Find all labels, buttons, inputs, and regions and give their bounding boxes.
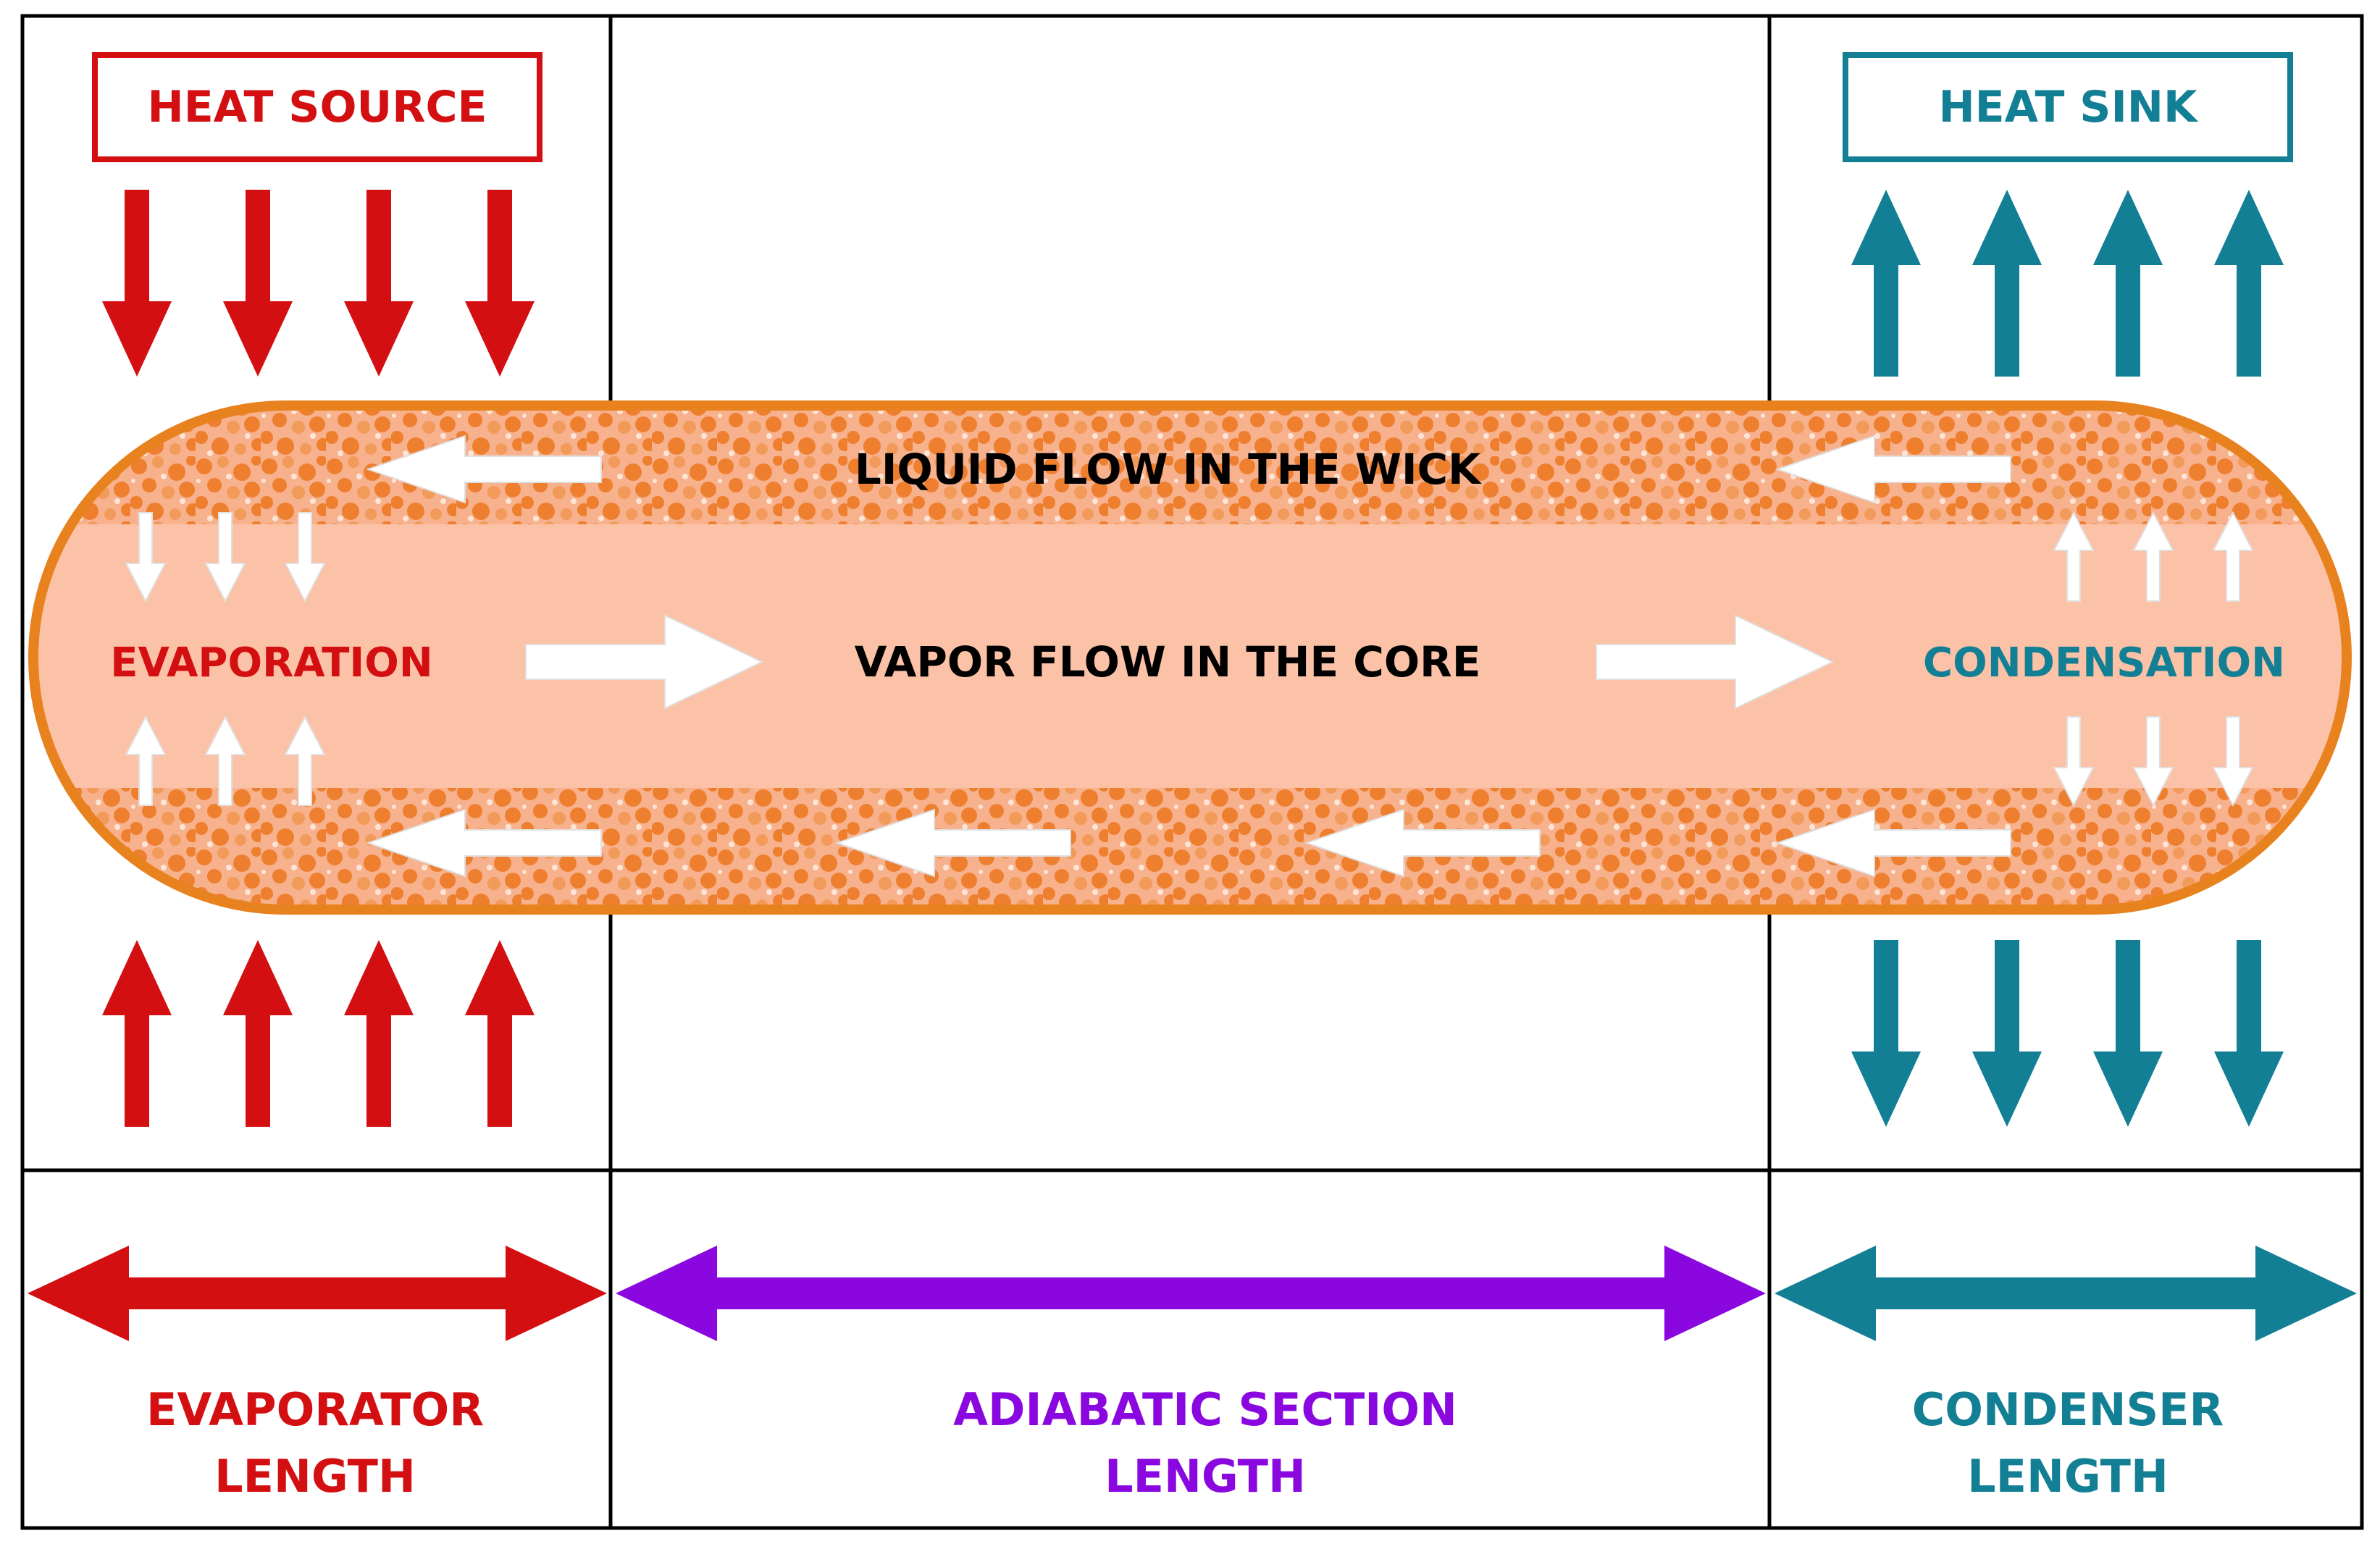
arrow-down-icon: [344, 190, 414, 377]
arrow-up-icon: [2214, 190, 2284, 377]
arrow-up-icon: [1851, 190, 1921, 377]
arrow-up-icon: [2093, 190, 2163, 377]
arrow-up-icon: [2132, 511, 2174, 602]
arrow-down-icon: [125, 512, 167, 603]
vapor-core: [33, 524, 2347, 788]
condenser-length-arrow: [1774, 1246, 2357, 1341]
arrow-down-icon: [102, 190, 172, 377]
evaporation-arrows: [125, 512, 326, 806]
adiabatic-length-label-line2: LENGTH: [1105, 1450, 1306, 1503]
evaporator-length-arrow: [28, 1246, 607, 1341]
pipe-wall: [28, 400, 2352, 915]
arrow-down-icon: [2093, 940, 2163, 1127]
evaporator-length-label-line1: EVAPORATOR: [146, 1383, 484, 1436]
arrow-down-icon: [204, 512, 246, 603]
condensation-label: CONDENSATION: [1923, 639, 2285, 687]
arrow-up-icon: [344, 940, 414, 1127]
arrow-icon: [365, 435, 602, 504]
heat-sink-label: HEAT SINK: [1938, 82, 2199, 133]
arrow-down-icon: [223, 190, 293, 377]
heat-input-arrows-top: [102, 190, 535, 377]
arrow-icon: [1304, 808, 1541, 878]
arrow-up-icon: [284, 715, 326, 806]
arrow-icon: [834, 808, 1071, 878]
arrow-icon: [1774, 808, 2011, 878]
arrow-down-icon: [465, 190, 535, 377]
arrow-up-icon: [1972, 190, 2042, 377]
arrow-up-icon: [465, 940, 535, 1127]
condensation-arrows: [2053, 511, 2254, 807]
heat-output-arrows-bottom: [1851, 940, 2284, 1127]
arrow-down-icon: [2212, 716, 2254, 807]
arrow-up-icon: [2053, 511, 2095, 602]
adiabatic-length-arrow: [616, 1246, 1766, 1341]
arrow-icon: [1774, 435, 2011, 504]
arrow-icon: [365, 808, 602, 878]
arrow-down-icon: [2132, 716, 2174, 807]
arrow-up-icon: [204, 715, 246, 806]
liquid-flow-label: LIQUID FLOW IN THE WICK: [855, 445, 1482, 494]
heat-source-label: HEAT SOURCE: [148, 82, 487, 133]
arrow-icon: [525, 614, 764, 710]
condenser-length-label-line2: LENGTH: [1967, 1450, 2169, 1503]
arrow-down-icon: [2053, 716, 2095, 807]
heat-output-arrows-top: [1851, 190, 2284, 377]
arrow-up-icon: [125, 715, 167, 806]
arrow-up-icon: [223, 940, 293, 1127]
vapor-flow-arrows: [525, 614, 1835, 710]
arrow-down-icon: [1972, 940, 2042, 1127]
heat-source-box: [92, 52, 542, 162]
adiabatic-length-label-line1: ADIABATIC SECTION: [953, 1383, 1457, 1436]
heat-input-arrows-bottom: [102, 940, 535, 1127]
section-grid: [20, 14, 2364, 1530]
arrow-up-icon: [102, 940, 172, 1127]
condenser-length-label-line1: CONDENSER: [1912, 1383, 2224, 1436]
evaporation-label: EVAPORATION: [110, 639, 432, 687]
heat-sink-box: [1843, 52, 2293, 162]
evaporator-length-label-line2: LENGTH: [214, 1450, 416, 1503]
arrow-icon: [1596, 614, 1835, 710]
liquid-flow-arrows: [365, 435, 2011, 878]
vapor-flow-label: VAPOR FLOW IN THE CORE: [855, 637, 1481, 687]
arrow-down-icon: [284, 512, 326, 603]
arrow-up-icon: [2212, 511, 2254, 602]
arrow-down-icon: [2214, 940, 2284, 1127]
arrow-down-icon: [1851, 940, 1921, 1127]
